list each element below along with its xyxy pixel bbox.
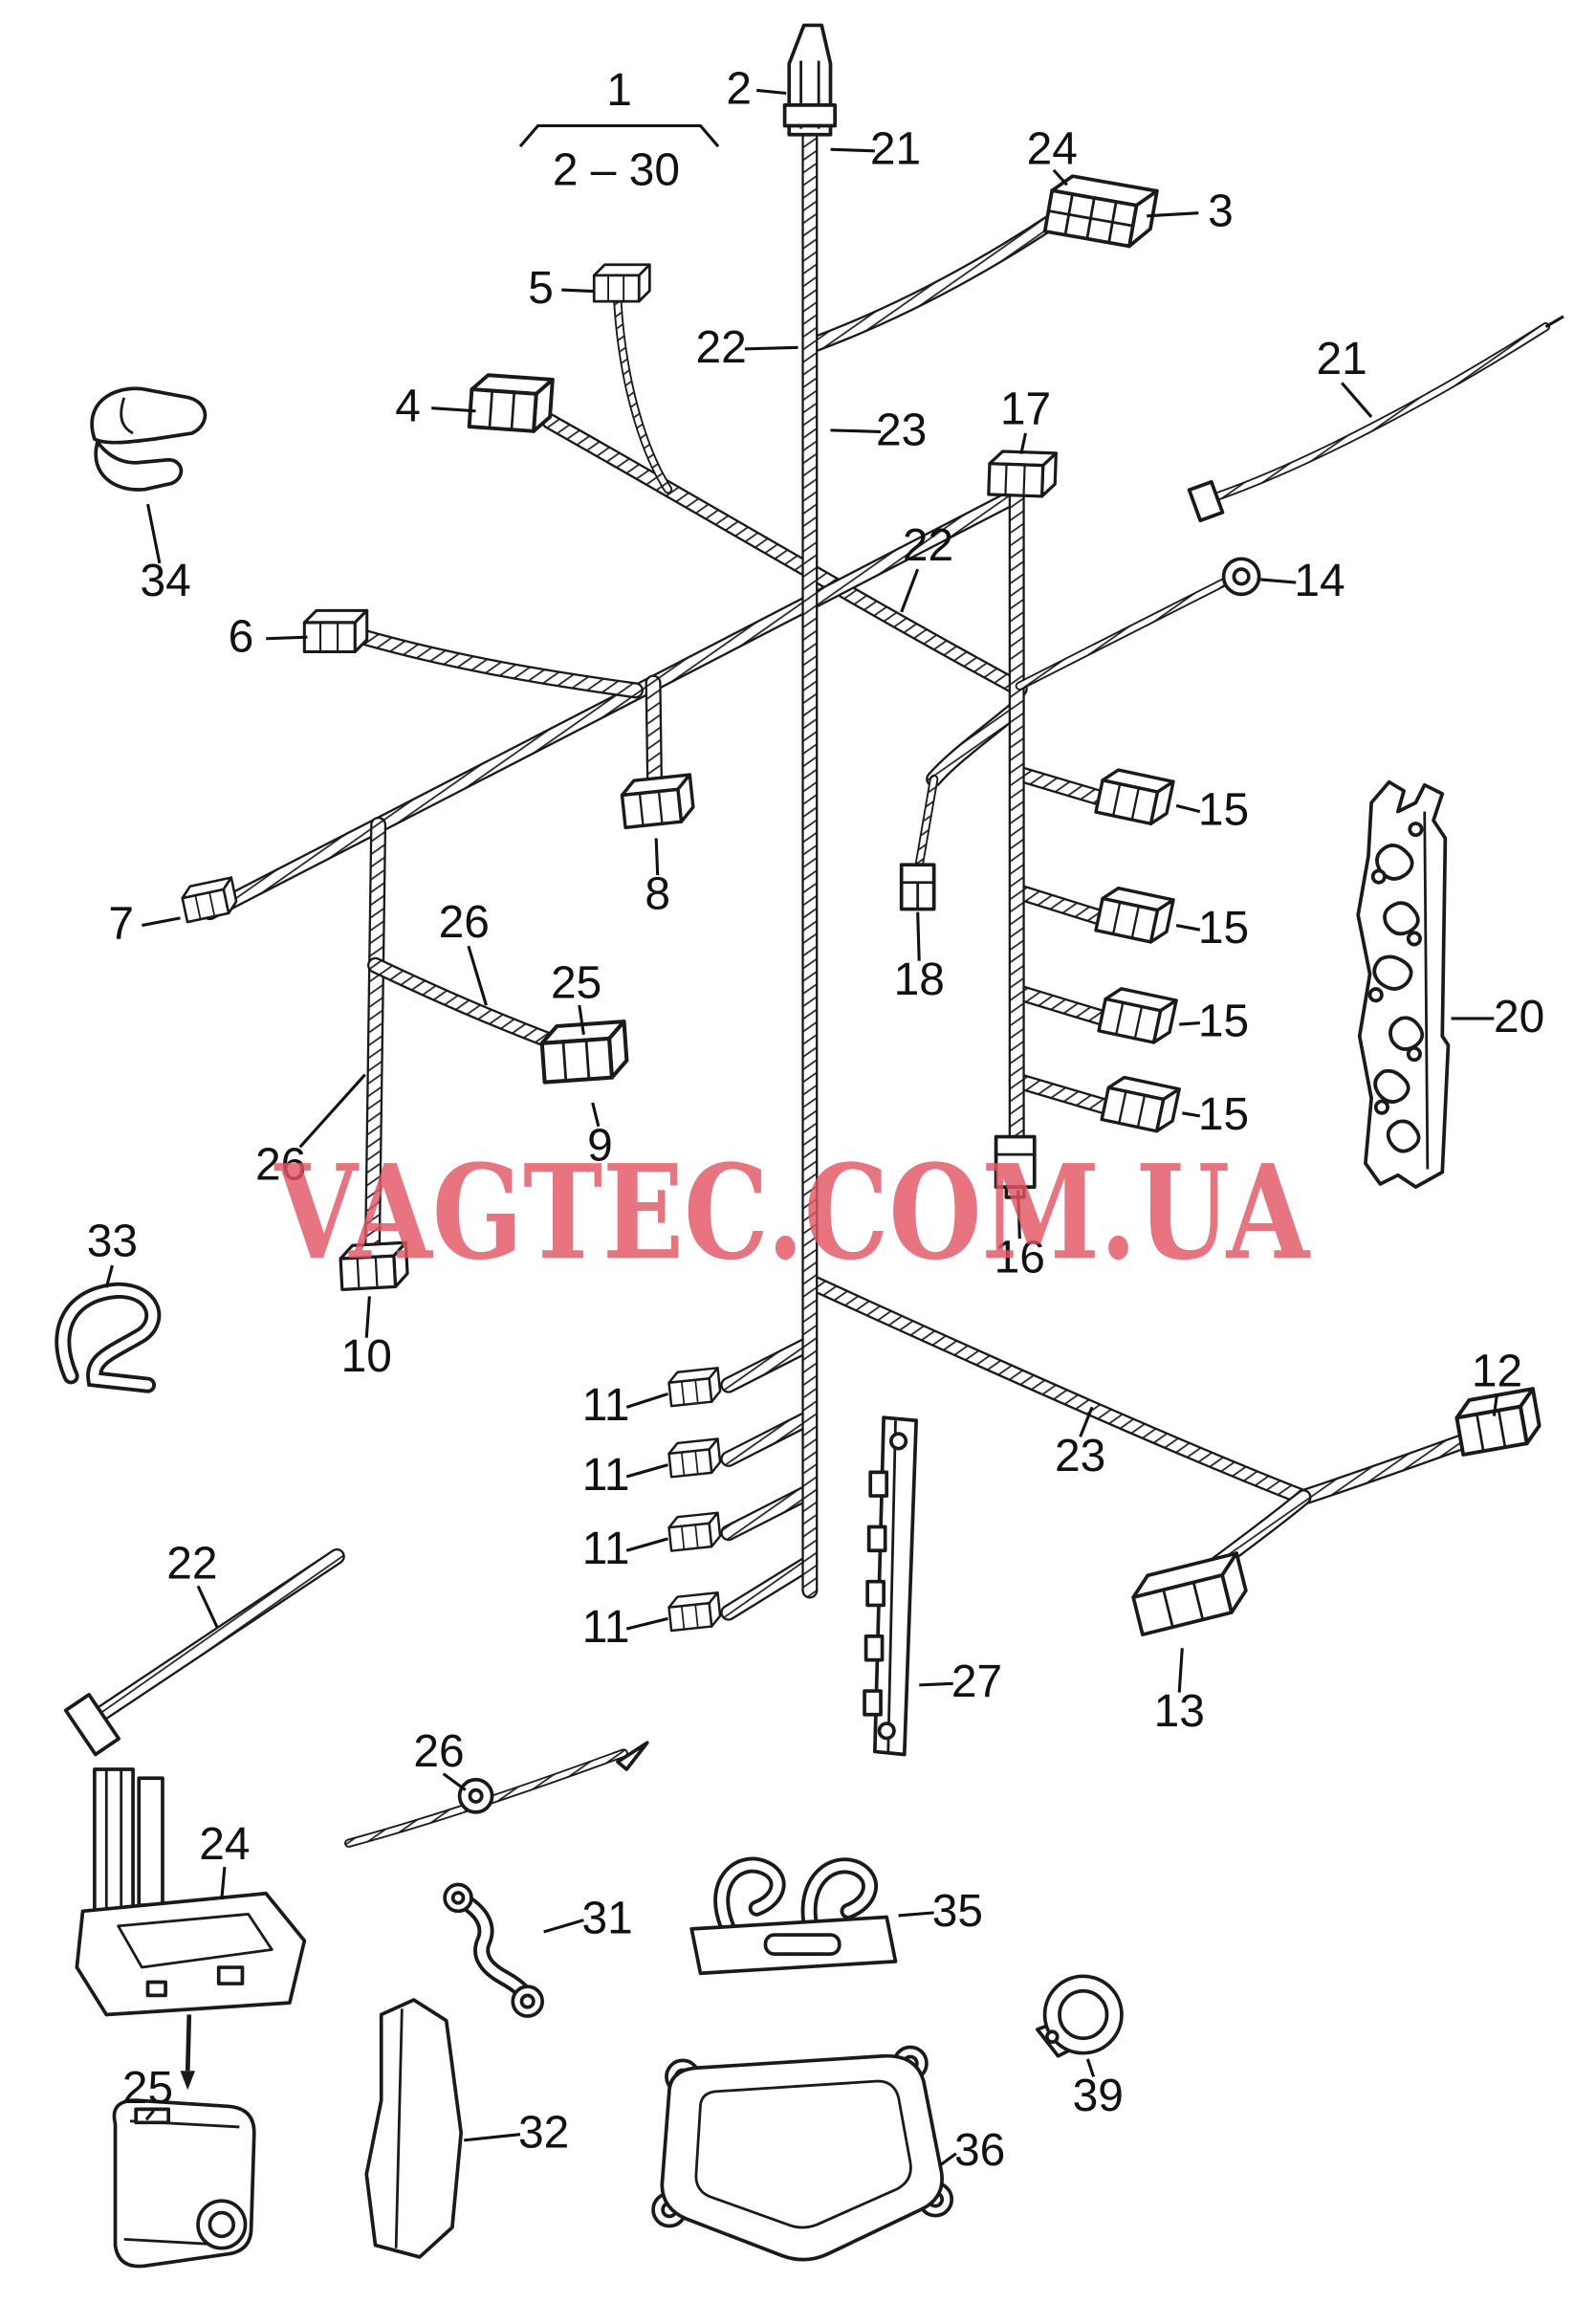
connector-15c xyxy=(1097,984,1178,1047)
callout-27: 27 xyxy=(951,1656,1002,1707)
connector-11a xyxy=(667,1367,723,1408)
leader-lines xyxy=(104,88,1498,2167)
connectors xyxy=(179,23,1544,1636)
callout-33: 33 xyxy=(87,1217,138,1267)
callout-25-mid: 25 xyxy=(551,957,601,1008)
callout-11a: 11 xyxy=(582,1380,630,1431)
part-27-strip xyxy=(863,1415,918,1757)
callout-14: 14 xyxy=(1294,556,1345,606)
connector-5 xyxy=(592,263,651,303)
part-34-clip xyxy=(90,386,208,492)
callout-13: 13 xyxy=(1154,1686,1205,1737)
connector-17 xyxy=(987,449,1058,499)
part-31-lever xyxy=(443,1882,545,2018)
part-32-bracket xyxy=(364,1998,464,2259)
cable-tie-26 xyxy=(349,1741,649,1843)
callout-34: 34 xyxy=(140,556,190,606)
callout-15c: 15 xyxy=(1198,996,1249,1046)
callout-18: 18 xyxy=(894,954,945,1005)
callout-24-bottom: 24 xyxy=(199,1819,250,1870)
callout-24-top: 24 xyxy=(1027,124,1078,175)
assembly-bracket xyxy=(518,123,720,148)
terminal-2 xyxy=(782,23,837,137)
callout-26-bottom: 26 xyxy=(413,1726,464,1777)
callout-22-upper: 22 xyxy=(696,322,747,373)
callout-assembly-range: 2 – 30 xyxy=(553,144,680,195)
callout-21-right: 21 xyxy=(1317,334,1367,384)
connector-7 xyxy=(179,876,240,924)
callout-10: 10 xyxy=(341,1331,392,1382)
part-20-bracket xyxy=(1356,779,1451,1189)
callout-15a: 15 xyxy=(1198,784,1249,835)
callout-36: 36 xyxy=(954,2125,1005,2176)
callout-20: 20 xyxy=(1494,992,1544,1042)
callout-assembly: 1 xyxy=(606,65,632,116)
callout-6: 6 xyxy=(229,612,254,663)
callout-21-top: 21 xyxy=(870,124,921,175)
callout-26-upper: 26 xyxy=(439,897,490,948)
connector-16 xyxy=(994,1134,1037,1199)
callout-15b: 15 xyxy=(1198,903,1249,954)
callout-11d: 11 xyxy=(582,1602,630,1653)
callout-23-lower: 23 xyxy=(1055,1431,1105,1481)
harness-bands xyxy=(209,138,1459,1612)
callout-22-mid: 22 xyxy=(903,520,953,571)
callout-11b: 11 xyxy=(582,1450,630,1501)
cable-tie-21 xyxy=(1187,315,1564,523)
callout-35: 35 xyxy=(932,1886,983,1937)
part-24-bracket xyxy=(75,1767,307,2091)
callout-23-upper: 23 xyxy=(876,405,927,455)
callout-26-left: 26 xyxy=(255,1139,306,1190)
callout-15d: 15 xyxy=(1198,1089,1249,1140)
callout-12: 12 xyxy=(1472,1347,1522,1397)
callout-2: 2 xyxy=(726,63,752,114)
connector-15a xyxy=(1094,765,1175,828)
connector-13 xyxy=(1131,1551,1248,1636)
callout-32: 32 xyxy=(518,2108,569,2159)
callout-16: 16 xyxy=(995,1233,1045,1283)
connector-4 xyxy=(467,372,555,434)
callout-labels: 1 2 – 30 2 21 24 3 5 22 4 23 17 21 34 22… xyxy=(87,63,1544,2176)
connector-18 xyxy=(899,863,936,911)
callout-39: 39 xyxy=(1073,2071,1124,2121)
part-25-boot xyxy=(112,2098,256,2269)
callout-3: 3 xyxy=(1208,186,1234,237)
ring-terminal-14 xyxy=(1221,557,1261,597)
callout-9: 9 xyxy=(587,1120,613,1171)
connector-3 xyxy=(1042,174,1159,249)
connector-11c xyxy=(667,1511,723,1552)
cable-tie-22 xyxy=(63,1556,338,1757)
callout-4: 4 xyxy=(395,382,421,432)
connector-15b xyxy=(1094,884,1175,947)
part-36-housing xyxy=(651,2045,954,2262)
connector-8 xyxy=(619,773,696,830)
callout-17: 17 xyxy=(1000,384,1051,435)
callout-8: 8 xyxy=(645,869,670,920)
connector-6 xyxy=(302,608,369,654)
connector-11d xyxy=(667,1591,723,1633)
connector-12 xyxy=(1452,1387,1544,1457)
connector-15d xyxy=(1100,1072,1181,1136)
watermark-text: VAGTEC.COM.UA xyxy=(274,1136,1312,1289)
part-39-clamp xyxy=(1035,1974,1124,2058)
callout-31: 31 xyxy=(582,1894,633,1944)
callout-5: 5 xyxy=(528,263,554,314)
part-33-clip xyxy=(55,1282,162,1393)
callout-22-bottom: 22 xyxy=(166,1539,217,1590)
connector-11b xyxy=(667,1437,723,1479)
callout-7: 7 xyxy=(108,898,134,949)
callout-25-bottom: 25 xyxy=(122,2063,173,2114)
part-35-bracket xyxy=(689,1856,898,1976)
callout-11c: 11 xyxy=(582,1524,630,1574)
